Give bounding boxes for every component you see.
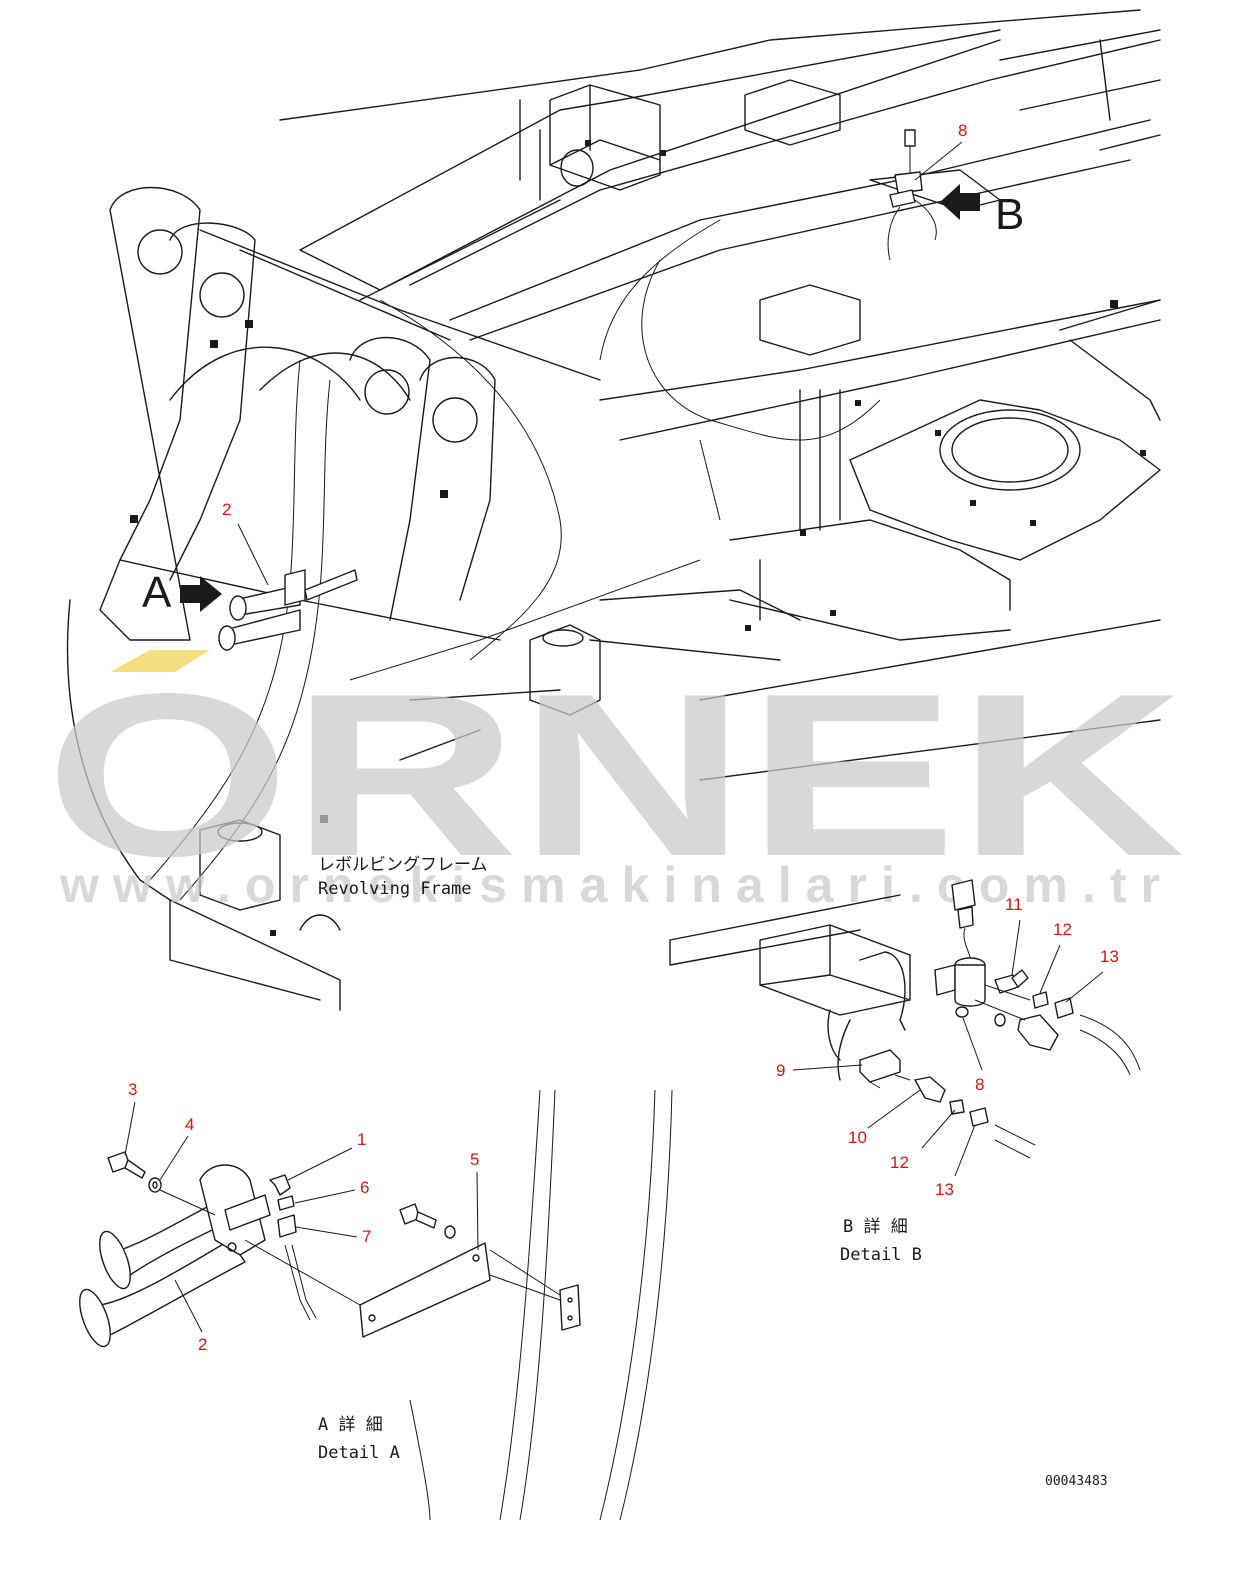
- detail-a-label-en: Detail A: [318, 1443, 400, 1463]
- callout-b-switch: 9: [776, 1061, 785, 1080]
- callout-a-washer: 4: [185, 1115, 194, 1134]
- callout-b-valve: 8: [975, 1075, 984, 1094]
- detail-b-label-jp: B 詳 細: [843, 1217, 908, 1237]
- callout-a-sleeve: 6: [360, 1178, 369, 1197]
- main-callouts: 2 8: [222, 121, 967, 586]
- callout-b-sleeve-top: 12: [1053, 920, 1072, 939]
- callout-b-nut-top: 13: [1100, 947, 1119, 966]
- callout-a-horn: 2: [198, 1335, 207, 1354]
- drawing-number: 00043483: [1045, 1474, 1108, 1489]
- main-horn-assembly: [218, 569, 358, 651]
- detail-b-callouts: 8 9 10 11 12 13 12 13: [776, 895, 1119, 1199]
- detail-a-callouts: 1 2 3 4 5 6 7: [124, 1080, 479, 1354]
- view-b-letter: B: [995, 190, 1024, 239]
- view-a-letter: A: [142, 568, 172, 617]
- detail-a-label-jp: A 詳 細: [318, 1415, 383, 1435]
- callout-a-bracket: 5: [470, 1150, 479, 1169]
- revolving-frame-label-jp: レボルビングフレーム: [318, 855, 488, 875]
- view-arrows: A B: [142, 184, 1024, 617]
- callout-main-horn: 2: [222, 500, 231, 519]
- callout-a-elbow: 1: [357, 1130, 366, 1149]
- callout-a-nut: 7: [362, 1227, 371, 1246]
- watermark: ORNEK www.ornekismakinalari.com.tr: [45, 646, 1185, 913]
- detail-a-drawing: [79, 1089, 673, 1521]
- callout-b-nut-bottom: 13: [935, 1180, 954, 1199]
- watermark-accent-mark: [110, 650, 210, 672]
- watermark-logo: ORNEK: [45, 646, 1185, 905]
- detail-b-label-en: Detail B: [840, 1245, 922, 1265]
- revolving-frame-label-en: Revolving Frame: [318, 879, 472, 899]
- callout-main-valve: 8: [958, 121, 967, 140]
- view-b-arrow-icon: [940, 184, 980, 220]
- callout-b-elbow: 11: [1005, 895, 1023, 914]
- detail-b-drawing: [669, 879, 1141, 1159]
- view-a-arrow-icon: [180, 576, 222, 612]
- main-valve-assembly: [887, 129, 937, 261]
- callout-b-connector: 10: [848, 1128, 867, 1147]
- callout-a-bolt: 3: [128, 1080, 137, 1099]
- callout-b-sleeve-bottom: 12: [890, 1153, 909, 1172]
- revolving-frame-drawing: [66, 9, 1161, 1011]
